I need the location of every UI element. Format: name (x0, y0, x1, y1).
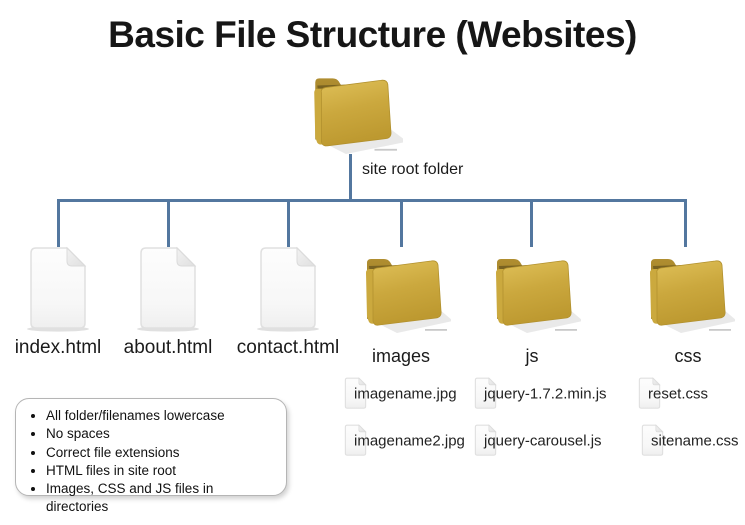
connector-drop-about (167, 199, 170, 247)
folder-label-images: images (371, 346, 431, 366)
watermark-dash (374, 148, 397, 151)
list-item: No spaces (46, 425, 278, 443)
connector-drop-contact (287, 199, 290, 247)
watermark-dash (709, 329, 731, 331)
connector-drop-js (530, 199, 533, 247)
document-icon (474, 377, 497, 409)
site-root-label: site root folder (362, 161, 464, 178)
connector-drop-index (57, 199, 60, 247)
folder-icon (366, 259, 451, 333)
naming-rules-list: All folder/filenames lowercase No spaces… (22, 407, 278, 517)
list-item: Correct file extensions (46, 444, 278, 462)
document-icon (344, 377, 367, 409)
file-node-about (135, 245, 201, 333)
document-icon (257, 246, 319, 332)
watermark-dash (425, 329, 447, 331)
folder-node-images (351, 243, 451, 335)
file-node-index (25, 245, 91, 333)
list-item: HTML files in site root (46, 462, 278, 480)
list-item-imagename-jpg: imagename.jpg (343, 377, 483, 410)
list-item-imagename2-jpg: imagename2.jpg (343, 424, 483, 457)
site-root-folder-node (297, 62, 403, 156)
connector-drop-images (400, 199, 403, 247)
file-name: jquery-carousel.js (484, 432, 602, 449)
list-item: All folder/filenames lowercase (46, 407, 278, 425)
document-icon (474, 424, 497, 456)
folder-icon (650, 259, 735, 333)
document-icon (638, 377, 661, 409)
folder-icon (496, 259, 581, 333)
list-item: Images, CSS and JS files in directories (46, 480, 278, 517)
page-title: Basic File Structure (Websites) (108, 14, 637, 55)
list-item-reset-css: reset.css (637, 377, 745, 410)
document-icon (137, 246, 199, 332)
list-item-jquery-min-js: jquery-1.7.2.min.js (473, 377, 613, 410)
connector-root-drop (349, 154, 352, 199)
watermark-dash (555, 329, 577, 331)
naming-rules-callout: All folder/filenames lowercase No spaces… (15, 398, 287, 514)
file-node-contact (255, 245, 321, 333)
document-icon (344, 424, 367, 456)
connector-drop-css (684, 199, 687, 247)
file-name: sitename.css (651, 432, 739, 449)
file-name: imagename2.jpg (354, 432, 465, 449)
folder-icon (314, 78, 403, 154)
folder-node-css (635, 243, 735, 335)
list-item-sitename-css: sitename.css (640, 424, 745, 457)
file-name: imagename.jpg (354, 385, 457, 402)
file-name: reset.css (648, 385, 709, 402)
document-icon (27, 246, 89, 332)
file-label-about: about.html (123, 337, 213, 358)
list-item-jquery-carousel-js: jquery-carousel.js (473, 424, 613, 457)
file-name: jquery-1.7.2.min.js (484, 385, 607, 402)
document-icon (641, 424, 664, 456)
file-label-index: index.html (14, 337, 102, 358)
folder-label-js: js (525, 346, 539, 366)
connector-trunk (57, 199, 687, 202)
folder-label-css: css (674, 346, 702, 366)
file-label-contact: contact.html (236, 337, 340, 358)
folder-node-js (481, 243, 581, 335)
